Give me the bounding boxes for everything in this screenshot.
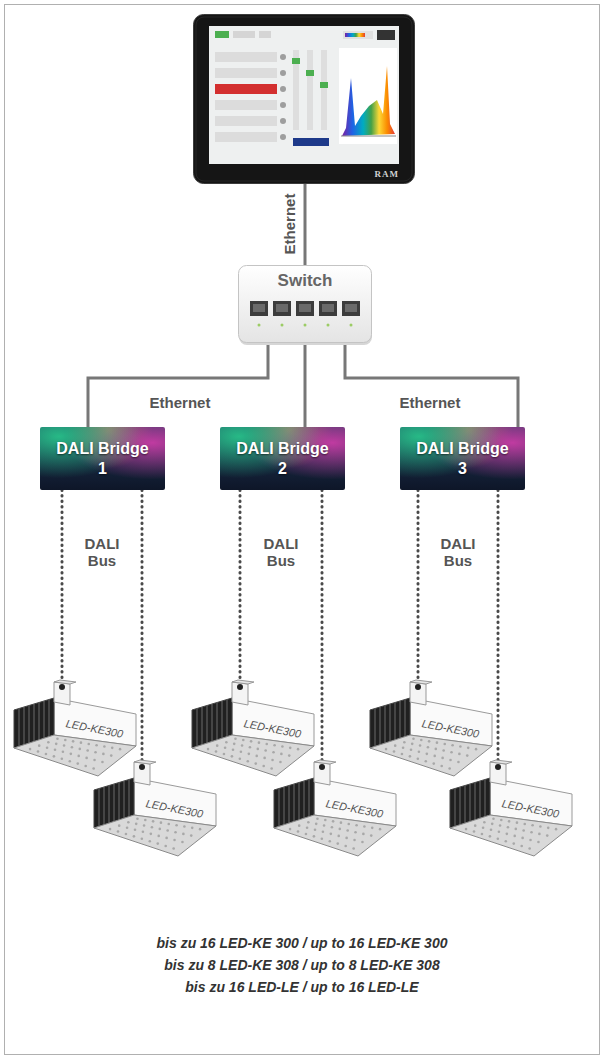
dali-bus-line xyxy=(417,490,420,680)
dali-bridge: DALI Bridge3 xyxy=(400,427,525,490)
page-frame xyxy=(5,5,600,1055)
led-luminaire: LED-KE300 xyxy=(94,760,216,860)
bus-label: DALI Bus xyxy=(436,535,480,569)
bus-label: DALI Bus xyxy=(80,535,124,569)
capacity-note: bis zu 16 LED-KE 300 / up to 16 LED-KE 3… xyxy=(0,932,604,954)
ethernet-cable xyxy=(304,345,307,427)
device-label: Switch xyxy=(278,271,333,291)
dali-bus-line xyxy=(61,490,64,680)
brand-logo: RAM xyxy=(375,169,400,180)
ethernet-cable xyxy=(88,345,268,427)
dali-bridge: DALI Bridge1 xyxy=(40,427,165,490)
bridge-label: DALI Bridge xyxy=(416,439,508,459)
tablet-illustration xyxy=(193,14,415,184)
led-luminaire: LED-KE300 xyxy=(450,760,572,860)
bridge-label: 1 xyxy=(98,459,107,479)
led-luminaire: LED-KE300 xyxy=(14,680,136,780)
capacity-note: bis zu 8 LED-KE 308 / up to 8 LED-KE 308 xyxy=(0,954,604,976)
ethernet-cable xyxy=(304,184,307,265)
network-switch: Switch xyxy=(238,265,372,345)
dali-bus-line xyxy=(141,490,144,760)
ethernet-cable xyxy=(345,345,518,427)
led-luminaire: LED-KE300 xyxy=(274,760,396,860)
dali-bus-line xyxy=(497,490,500,760)
capacity-note: bis zu 16 LED-LE / up to 16 LED-LE xyxy=(0,976,604,998)
led-luminaire: LED-KE300 xyxy=(370,680,492,780)
bridge-label: DALI Bridge xyxy=(56,439,148,459)
dali-bridge: DALI Bridge2 xyxy=(220,427,345,490)
cable-label: Ethernet xyxy=(150,394,211,411)
dali-bus-line xyxy=(321,490,324,760)
touch-panel: RAM xyxy=(193,14,415,184)
bus-label: DALI Bus xyxy=(259,535,303,569)
bridge-label: 3 xyxy=(458,459,467,479)
led-luminaire: LED-KE300 xyxy=(192,680,314,780)
bridge-label: 2 xyxy=(278,459,287,479)
cable-label: Ethernet xyxy=(281,194,298,255)
notes-block: bis zu 16 LED-KE 300 / up to 16 LED-KE 3… xyxy=(0,932,604,998)
bridge-label: DALI Bridge xyxy=(236,439,328,459)
dali-bus-line xyxy=(239,490,242,680)
cable-label: Ethernet xyxy=(400,394,461,411)
